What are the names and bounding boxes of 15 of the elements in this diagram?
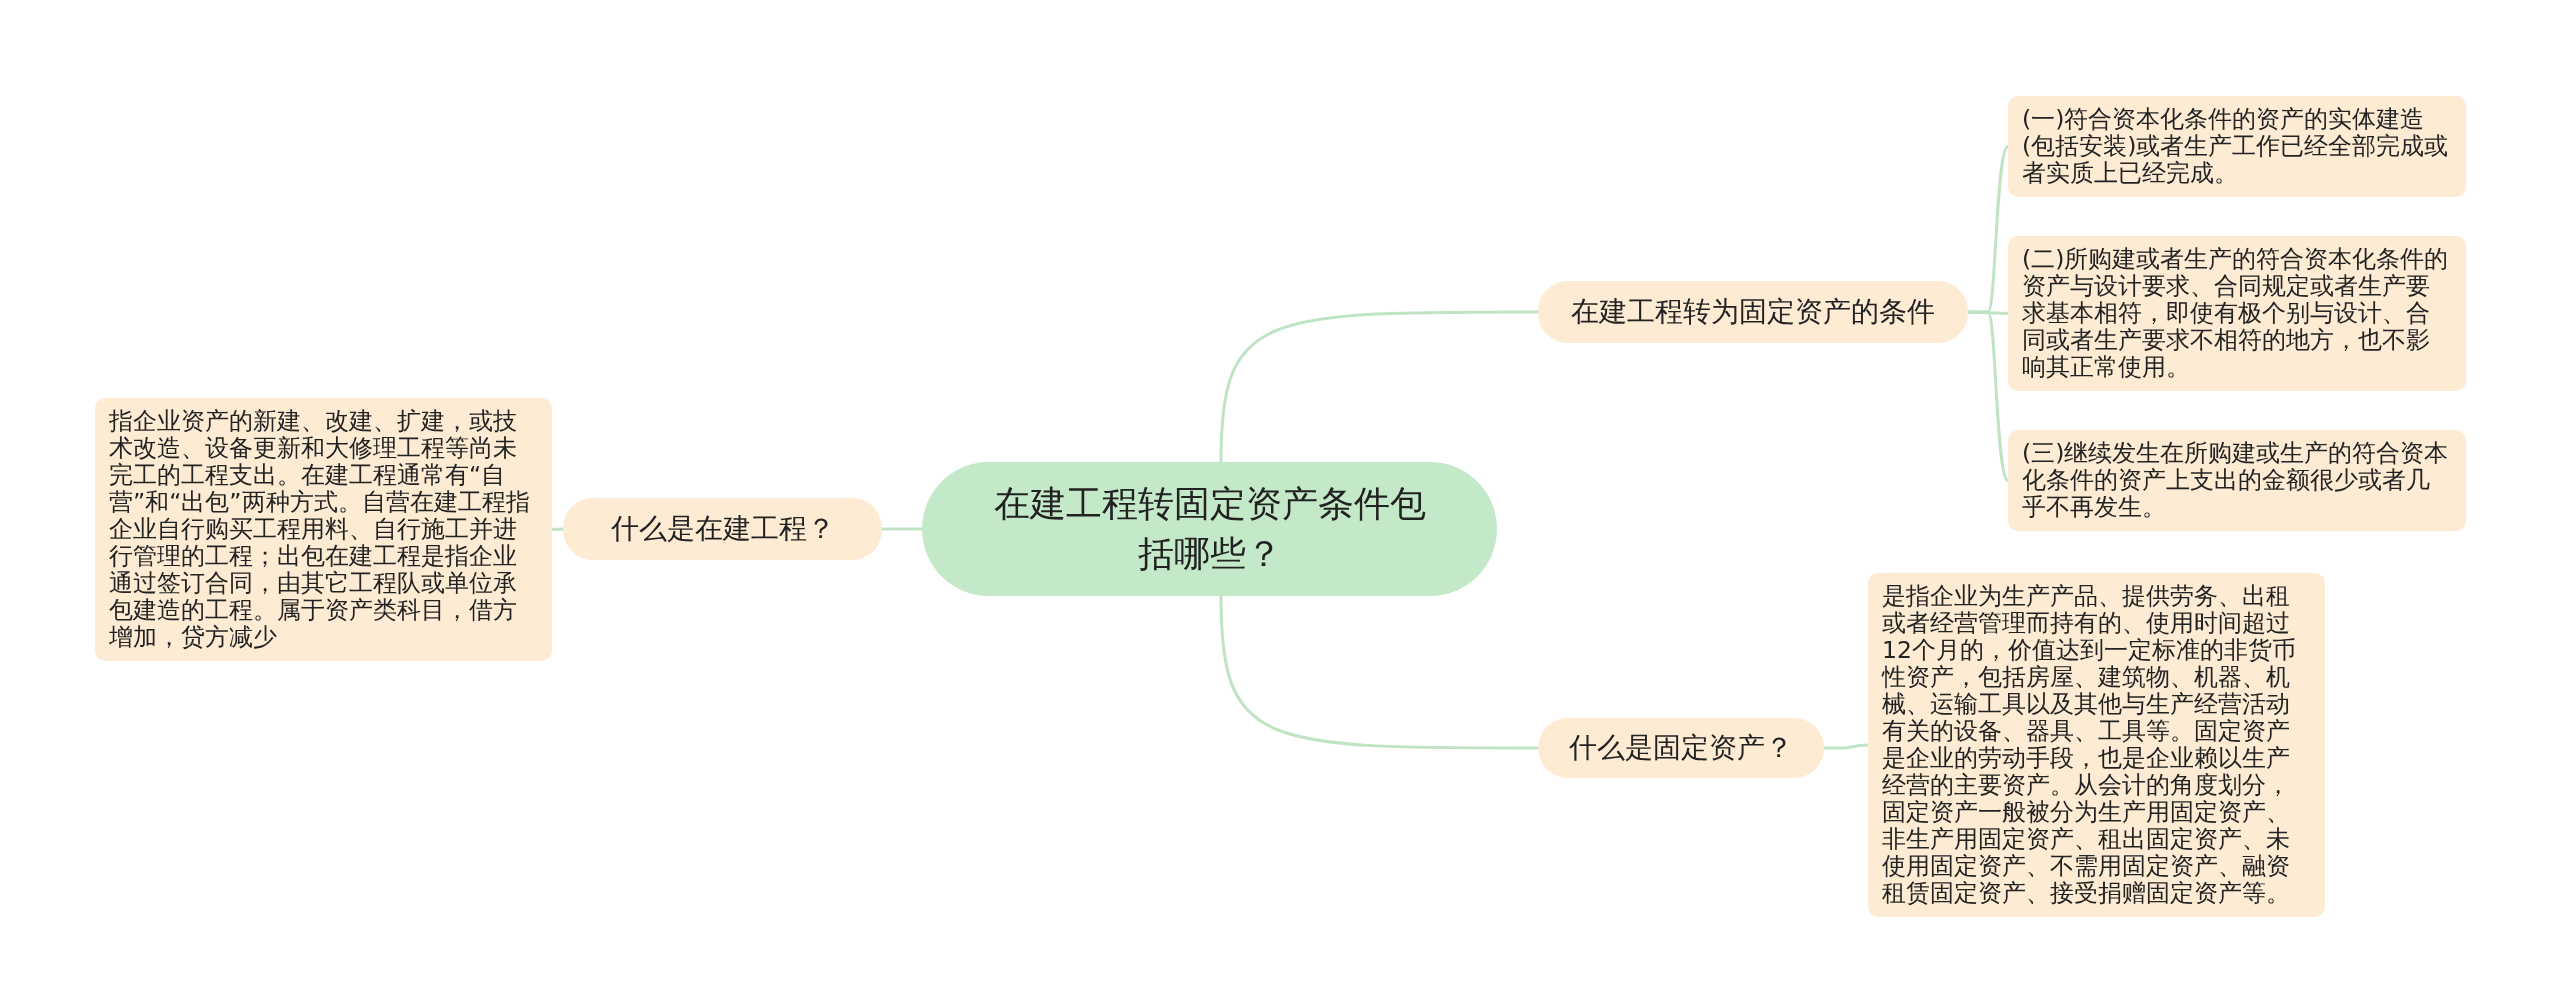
connector-line [882, 527, 922, 531]
connector-line [1219, 595, 1538, 750]
note-box: (三)继续发生在所购建或生产的符合资本化条件的资产上支出的金额很少或者几乎不再发生。 [2008, 429, 2466, 531]
central-topic: 在建工程转固定资产条件包括哪些？ [922, 462, 1497, 596]
note-box: (二)所购建或者生产的符合资本化条件的资产与设计要求、合同规定或者生产要求基本相符，即使有极个别与设计、合同或者生产要求不相符的地方，也不影响其正常使用。 [2008, 235, 2466, 391]
topic-box: 什么是固定资产？ [1538, 718, 1824, 778]
connector-line [1824, 743, 1869, 750]
note-box: 指企业资产的新建、改建、扩建，或技术改造、设备更新和大修理工程等尚未完工的工程支出。在建工程通常有“自营”和“出包”两种方式。自营在建工程指企业自行购买工程用料、自行施工并进行管理的工程；出包在建工程是指企业通过签订合同，由其它工程队或单位承包建造的工程。属于资产类科目，借方增加，贷方减少 [95, 397, 552, 661]
note-box: 是指企业为生产产品、提供劳务、出租或者经营管理而持有的、使用时间超过12个月的，价值达到一定标准的非货币性资产，包括房屋、建筑物、机器、机械、运输工具以及其他与生产经营活动有关的设备、器具、工具等。固定资产是企业的劳动手段，也是企业赖以生产经营的主要资产。从会计的角度划分，固定资产一般被分为生产用固定资产、非生产用固定资产、租出固定资产、未使用固定资产、不需用固定资产、融资租赁固定资产、接受捐赠固定资产等。 [1868, 573, 2325, 917]
connector-line [551, 527, 564, 531]
connector-line [1219, 310, 1538, 463]
connector-line [1968, 310, 2010, 482]
note-box: (一)符合资本化条件的资产的实体建造(包括安装)或者生产工作已经全部完成或者实质上已经完成。 [2008, 95, 2466, 197]
topic-box: 在建工程转为固定资产的条件 [1538, 281, 1968, 343]
topic-box: 什么是在建工程？ [563, 498, 882, 560]
